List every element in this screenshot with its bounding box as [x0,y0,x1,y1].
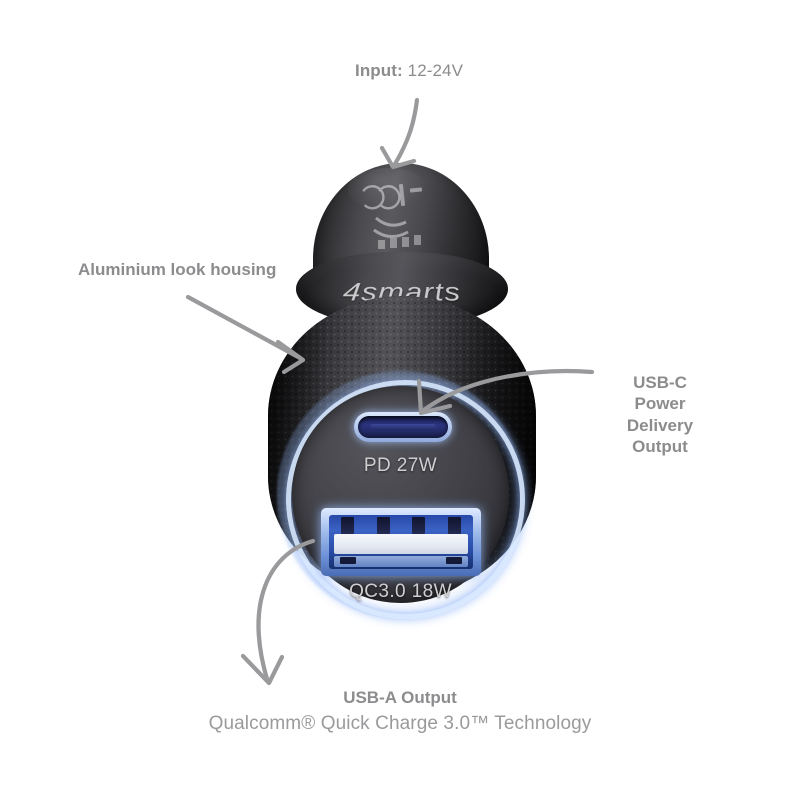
callout-usb-a-subtitle: Qualcomm® Quick Charge 3.0™ Technology [208,713,592,735]
usb-c-port-label: PD 27W [363,455,438,476]
callout-usb-c-line1: USB-C [633,373,687,392]
callout-input-voltage: Input: 12-24V [355,60,463,81]
callout-input-value: 12-24V [402,61,464,80]
usb-a-port-tongue [334,534,468,554]
callout-usb-c-line3: Output [632,436,688,456]
callout-usb-c-line2: Power Delivery [626,394,694,435]
callout-usb-a: USB-A Output Qualcomm® Quick Charge 3.0™… [0,687,800,736]
usb-c-port-tongue [370,424,436,430]
certification-marks-icon [362,183,423,249]
usb-c-port-cavity [358,416,448,438]
usb-a-port-lower-band [334,556,468,567]
led-glow-ring-core [286,380,525,619]
callout-housing: Aluminium look housing [78,260,277,279]
usb-a-contact-fingers [341,517,461,534]
usb-a-port-label: QC3.0 18W [349,581,452,602]
usb-c-port [354,412,452,442]
callout-usb-a-title: USB-A Output [343,688,457,707]
usb-a-port [321,508,481,576]
callout-input-lead: Input: [355,61,403,80]
callout-usb-c: USB-C Power Delivery Output [612,372,708,457]
usb-a-port-cavity [329,515,473,569]
